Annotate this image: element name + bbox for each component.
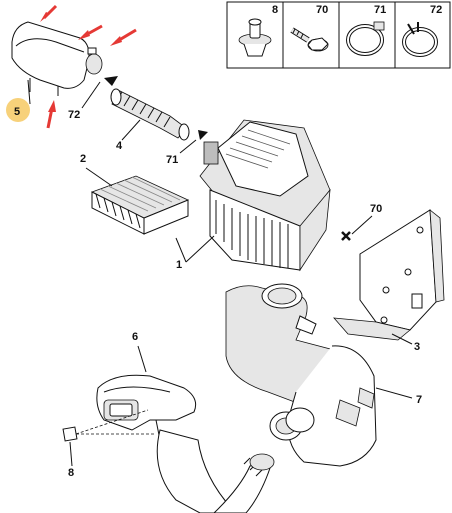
intake-hose bbox=[156, 429, 275, 513]
legend-number-71: 71 bbox=[374, 4, 386, 16]
spring-clamp-icon bbox=[402, 22, 438, 57]
air-intake-duct bbox=[11, 21, 103, 96]
mounting-bracket bbox=[333, 209, 445, 341]
callout-4: 4 bbox=[116, 140, 123, 152]
callout-8: 8 bbox=[68, 467, 74, 479]
air-filter-element bbox=[90, 175, 190, 235]
callout-1: 1 bbox=[176, 259, 182, 271]
corrugated-hose bbox=[110, 88, 190, 141]
callout-2: 2 bbox=[80, 153, 86, 165]
intake-scoop bbox=[96, 374, 197, 441]
callout-5-highlight bbox=[6, 98, 30, 122]
callout-70: 70 bbox=[370, 203, 382, 215]
push-clip-icon bbox=[238, 18, 272, 57]
resonator-box bbox=[225, 283, 377, 467]
callout-71: 71 bbox=[166, 154, 178, 166]
legend-number-8: 8 bbox=[272, 4, 278, 16]
screw-icon bbox=[290, 27, 329, 52]
callout-3: 3 bbox=[414, 341, 420, 353]
callout-7: 7 bbox=[416, 394, 422, 406]
clip-position-marker bbox=[62, 409, 156, 442]
airflow-arrows bbox=[40, 4, 137, 129]
screw-marker-icon bbox=[341, 231, 351, 241]
air-filter-housing bbox=[199, 119, 331, 272]
callout-6: 6 bbox=[132, 331, 138, 343]
callout-72: 72 bbox=[68, 109, 80, 121]
parts-legend: 8 70 71 72 bbox=[226, 1, 451, 69]
legend-number-70: 70 bbox=[316, 4, 328, 16]
hose-clamp-icon bbox=[346, 21, 385, 56]
legend-number-72: 72 bbox=[430, 4, 442, 16]
callout-5: 5 bbox=[14, 106, 20, 118]
